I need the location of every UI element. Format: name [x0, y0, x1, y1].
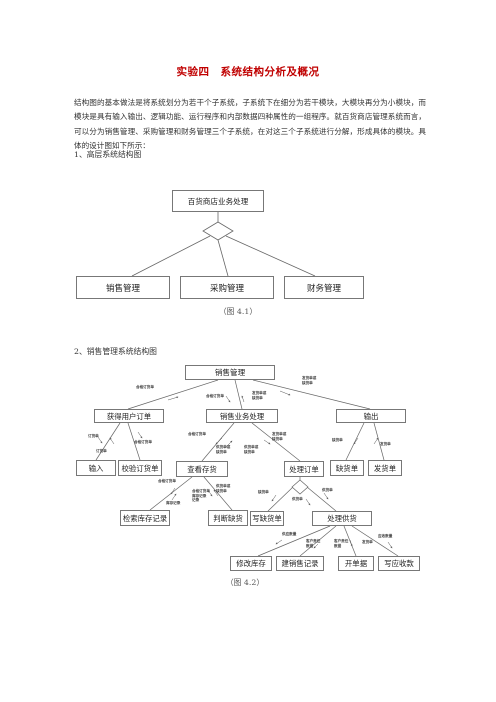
- edge-label: 发货单或 缺货单: [302, 376, 317, 385]
- edge-label: 供货单或 缺货单: [216, 484, 231, 493]
- create-sales-box: 建销售记录: [276, 556, 324, 571]
- figure1-caption: （图 4.1）: [218, 307, 258, 316]
- edge-label: 合格订货单: [134, 440, 152, 444]
- edge-label: 供应数量: [282, 532, 297, 536]
- input-box: 输入: [76, 460, 116, 476]
- edge-label: 订货单: [88, 434, 99, 438]
- judge-short-box: 判断缺货: [208, 510, 248, 526]
- edge-label: 客户责任 数据: [334, 539, 349, 548]
- edge-label: 应收数量: [378, 534, 393, 538]
- edge-label: 合格订货单: [206, 394, 224, 398]
- check-stock-box: 查看存货: [176, 461, 228, 477]
- sales-mgmt-box: 销售管理: [76, 276, 170, 299]
- search-stock-box: 检索库存记录: [120, 510, 170, 526]
- edge-label: 缺货单: [332, 438, 343, 442]
- edge-label: 供货单: [322, 488, 333, 492]
- sales-root-box: 销售管理: [185, 365, 275, 380]
- section1-heading: 1、高层系统结构图: [74, 150, 142, 159]
- edge-label: 客户责任 数据: [306, 539, 321, 548]
- output-box: 输出: [336, 409, 406, 423]
- edge-label: 合格订货单 库存记录 记录: [192, 489, 210, 503]
- edge-label: 供货单: [292, 497, 303, 501]
- edge-label: 缺货单: [258, 490, 269, 494]
- ship-list-box: 发货单: [368, 460, 402, 476]
- handle-supply-box: 处理供货: [312, 511, 372, 526]
- edge-label: 发货单: [362, 540, 373, 544]
- sales-proc-box: 销售业务处理: [206, 409, 278, 423]
- modify-stock-box: 修改库存: [230, 556, 272, 571]
- verify-box: 校验订货单: [118, 460, 162, 476]
- write-short-box: 写缺货单: [250, 511, 284, 526]
- handle-order-box: 处理订单: [284, 461, 324, 477]
- bill-box: 开单据: [338, 556, 374, 571]
- edge-label: 发货单或 缺货单: [252, 391, 267, 400]
- edge-label: 库存记录: [166, 501, 181, 505]
- edge-label: 订货单: [96, 449, 107, 453]
- page-title: 实验四 系统结构分析及概况: [176, 66, 320, 78]
- edge-label: 供货单或 缺货单: [244, 445, 259, 454]
- edge-label: 发货单或 缺货单: [272, 432, 287, 441]
- purchase-mgmt-box: 采购管理: [180, 276, 274, 299]
- finance-mgmt-box: 财务管理: [284, 276, 364, 299]
- root-node-box: 百货商店业务处理: [172, 190, 264, 212]
- intro-paragraph: 结构图的基本做法是将系统划分为若干个子系统，子系统下在细分为若干模块，大模块再分…: [74, 98, 426, 151]
- edge-label: 发货单: [380, 442, 391, 446]
- edge-label: 合格订货单: [158, 479, 176, 483]
- figure2-caption: （图 4.2）: [225, 578, 265, 587]
- edge-label: 供货单或 缺货单: [216, 445, 231, 454]
- edge-label: 合格订货单: [136, 385, 154, 389]
- edge-label: 合格订货单: [188, 432, 206, 436]
- shortage-list-box: 缺货单: [330, 460, 364, 476]
- get-order-box: 获得用户订单: [94, 409, 164, 423]
- section2-heading: 2、销售管理系统结构图: [74, 347, 157, 356]
- write-receivable-box: 写应收款: [378, 556, 420, 571]
